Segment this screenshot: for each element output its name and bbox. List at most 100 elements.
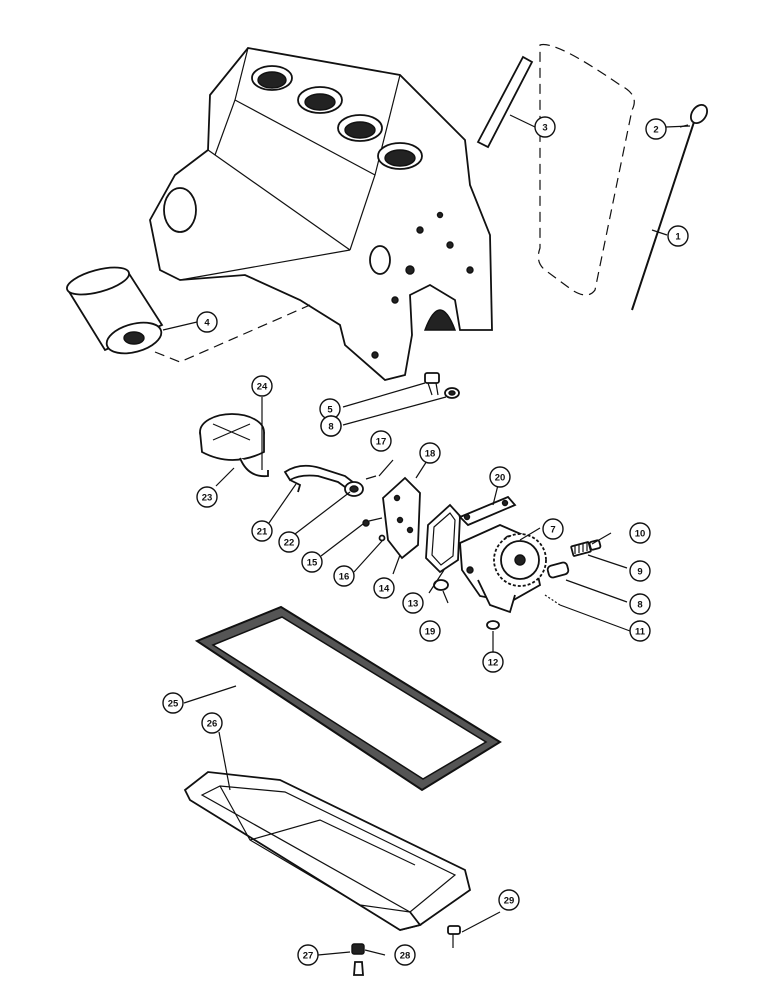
callout-label: 2 [653,125,658,136]
callout-label: 27 [303,951,314,962]
callout-circle [162,692,184,714]
callout-label: 24 [257,382,268,393]
callout-c14: 14 [373,577,395,599]
dipstick-tube [476,55,534,149]
pump-gasket-20 [458,495,517,527]
relief-valve-parts [486,539,602,630]
callout-c25: 25 [162,692,184,714]
callout-label: 25 [168,699,179,710]
dipstick-dashed-outline [537,43,635,296]
callout-circle [251,520,273,542]
callout-label: 20 [495,473,506,484]
cover-gasket [425,503,461,574]
callout-label: 19 [425,627,436,638]
callout-c10: 10 [629,522,651,544]
callout-circle [629,593,651,615]
callout-c1: 1 [667,225,689,247]
dipstick [631,103,709,311]
callout-circle [196,486,218,508]
callout-c24: 24 [251,375,273,397]
callout-label: 26 [207,719,218,730]
callout-c21: 21 [251,520,273,542]
callout-circle [542,518,564,540]
callout-c19: 19 [419,620,441,642]
callout-c17: 17 [370,430,392,452]
callout-circle [373,577,395,599]
callout-circle [402,592,424,614]
callout-label: 11 [635,627,646,638]
callout-label: 21 [257,527,268,538]
oil-pan [183,771,472,931]
callout-circle [482,651,504,673]
callout-c12: 12 [482,651,504,673]
callout-label: 13 [408,599,419,610]
callout-label: 14 [379,584,390,595]
callout-circle [498,889,520,911]
drain-plug-5 [424,372,440,396]
callout-bubbles: 1234567889101112131415161718192021222324… [162,116,689,966]
callout-label: 18 [425,449,436,460]
small-screws [362,475,386,542]
callout-label: 17 [376,437,387,448]
oil-filter [66,266,164,355]
callout-c13: 13 [402,592,424,614]
callout-label: 22 [284,538,295,549]
callout-label: 4 [204,318,210,329]
callout-circle [667,225,689,247]
callout-circle [394,944,416,966]
callout-circle [419,442,441,464]
callout-circle [419,620,441,642]
callout-label: 28 [400,951,411,962]
cylinder-block [149,47,493,381]
callout-c9: 9 [629,560,651,582]
callout-label: 15 [307,558,318,569]
pump-cover [382,476,421,560]
pan-bolt [447,925,461,948]
callout-c26: 26 [201,712,223,734]
callout-c22: 22 [278,531,300,553]
callout-label: 23 [202,493,213,504]
callout-circle [297,944,319,966]
callout-c4: 4 [196,311,218,333]
callout-circle [278,531,300,553]
callout-c11: 11 [629,620,651,642]
callout-c8: 8 [629,593,651,615]
callout-c3: 3 [534,116,556,138]
callout-circle [629,620,651,642]
callout-circle [629,560,651,582]
callout-c8b: 8 [320,415,342,437]
callout-c18: 18 [419,442,441,464]
callout-label: 10 [635,529,646,540]
drain-plug [351,943,365,976]
callout-label: 8 [637,600,642,611]
callout-circle [196,311,218,333]
oil-pan-gasket [194,605,502,792]
callout-label: 7 [550,525,555,536]
leader-lines [162,114,691,956]
callout-label: 16 [339,572,350,583]
callout-circle [251,375,273,397]
callout-c15: 15 [301,551,323,573]
callout-circle [629,522,651,544]
callout-label: 12 [488,658,499,669]
filter-dashed-line [154,304,311,363]
callout-label: 3 [542,123,547,134]
callout-circle [489,466,511,488]
callout-label: 5 [327,405,333,416]
callout-label: 29 [504,896,515,907]
callout-c27: 27 [297,944,319,966]
callout-c20: 20 [489,466,511,488]
callout-circle [534,116,556,138]
callout-circle [201,712,223,734]
callout-label: 8 [328,422,333,433]
callout-label: 9 [637,567,642,578]
callout-circle [370,430,392,452]
callout-circle [645,118,667,140]
pump-drive-gear [493,533,547,587]
callout-circle [320,415,342,437]
callout-c2: 2 [645,118,667,140]
callout-c7: 7 [542,518,564,540]
callout-c23: 23 [196,486,218,508]
callout-label: 1 [675,232,681,243]
